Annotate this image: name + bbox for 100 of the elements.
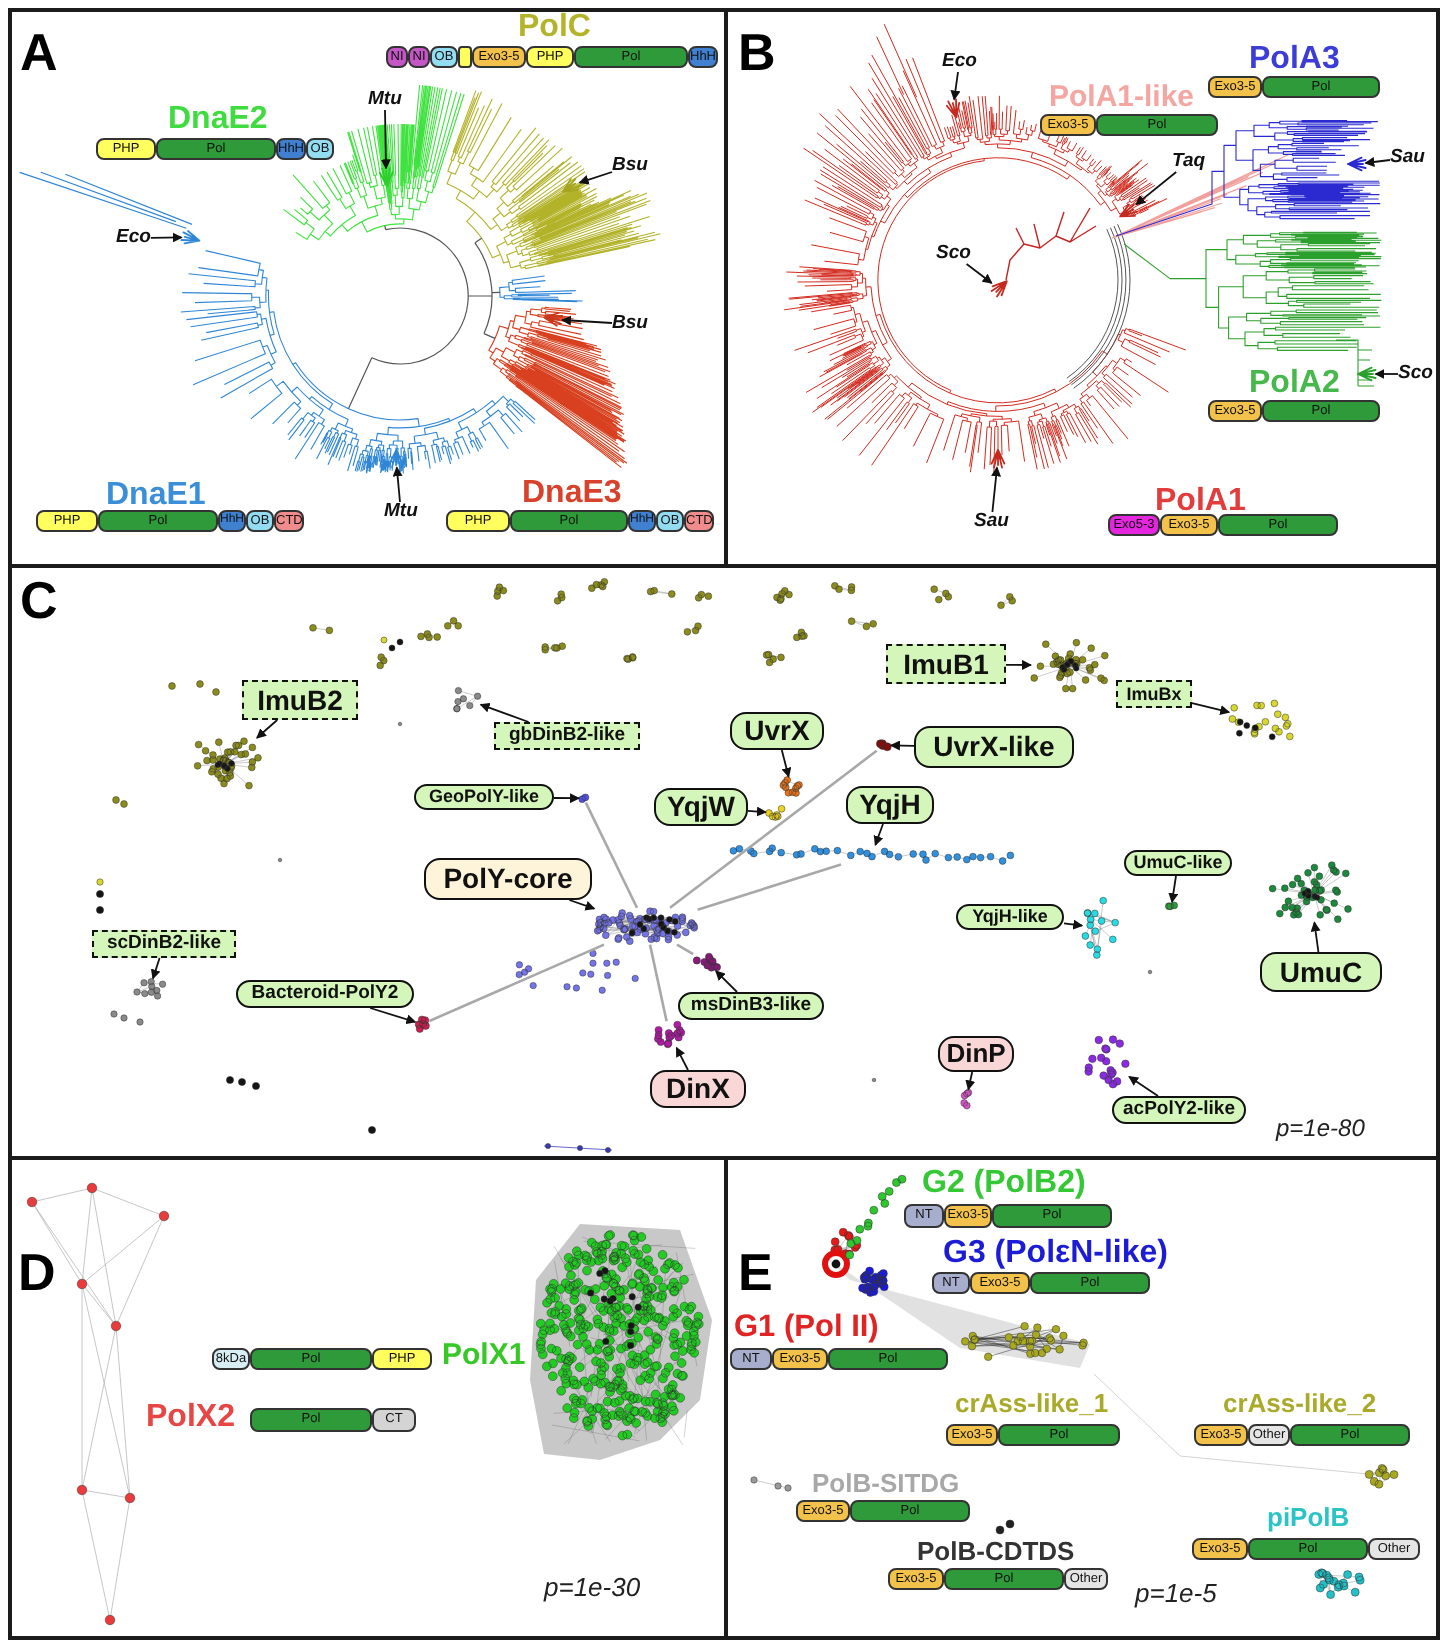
- species-label: Eco: [942, 52, 977, 72]
- leader-arrow: [889, 740, 915, 751]
- protein-family-title: PolA2: [1249, 366, 1340, 402]
- protein-family-title: DnaE3: [522, 476, 622, 512]
- protein-family-title: PolB-SITDG: [812, 1470, 960, 1499]
- similarity-edge: [669, 749, 878, 909]
- protein-family-title: PolX2: [146, 1400, 235, 1436]
- tree-branch: [1347, 156, 1367, 172]
- protein-family-title: crAss-like_1: [955, 1390, 1109, 1419]
- protein-family-title: PolA1-like: [1049, 82, 1195, 115]
- panel-letter: B: [738, 26, 776, 78]
- panel-letter: D: [18, 1246, 56, 1298]
- sequence-cluster: [453, 687, 482, 713]
- panel-letter: A: [20, 26, 58, 78]
- p-value-threshold: p=1e-80: [1276, 1116, 1365, 1143]
- sequence-cluster: [1081, 896, 1119, 959]
- cluster-label: DinP: [938, 1036, 1014, 1072]
- panel-frame: [724, 1156, 1440, 1640]
- sequence-cluster: [133, 978, 167, 1000]
- cluster-label: Bacteroid-PolY2: [236, 980, 414, 1008]
- leader-arrow: [1191, 702, 1231, 715]
- cluster-label: ImuB2: [242, 680, 358, 720]
- sequence-cluster: [960, 1088, 973, 1110]
- cluster-label: DinX: [650, 1070, 746, 1108]
- leader-arrow: [578, 171, 613, 185]
- leader-arrow: [1005, 659, 1033, 670]
- panel-letter: C: [20, 574, 58, 626]
- species-label: Sco: [936, 244, 971, 264]
- leader-arrow: [392, 466, 403, 503]
- tree-branch: [990, 280, 1008, 298]
- leader-arrow: [1310, 921, 1321, 953]
- protein-family-title: crAss-like_2: [1223, 1390, 1377, 1419]
- leader-arrow: [780, 749, 792, 778]
- similarity-edge: [648, 944, 668, 1022]
- cluster-label: YqjH-like: [956, 904, 1064, 930]
- sequence-cluster: [692, 952, 721, 972]
- leader-arrow: [1135, 171, 1178, 206]
- leader-arrow: [991, 466, 1002, 513]
- leader-arrow: [950, 71, 961, 101]
- similarity-edge: [584, 802, 639, 909]
- leader-arrow: [553, 793, 581, 804]
- leader-arrow: [965, 263, 993, 284]
- leader-arrow: [1364, 156, 1391, 167]
- protein-family-title: PolB-CDTDS: [917, 1538, 1075, 1567]
- leader-arrow: [675, 1046, 689, 1071]
- cluster-label: UvrX-like: [914, 726, 1074, 768]
- tree-branch: [990, 449, 1006, 469]
- tree-branch: [543, 312, 564, 327]
- species-label: Sco: [1398, 364, 1433, 384]
- cluster-label: GeoPolY-like: [414, 784, 554, 810]
- tree-branch: [180, 230, 201, 245]
- sequence-cluster: [414, 1015, 430, 1033]
- sequence-cluster: [578, 793, 590, 803]
- protein-family-title: G1 (Pol II): [734, 1310, 879, 1345]
- leader-arrow: [568, 899, 596, 911]
- sequence-cluster: [1030, 638, 1109, 693]
- sequence-cluster: [654, 1020, 686, 1049]
- protein-family-title: piPolB: [1267, 1504, 1350, 1533]
- protein-family-title: PolA3: [1249, 42, 1340, 78]
- protein-family-title: PolX1: [442, 1340, 526, 1373]
- leader-arrow: [873, 823, 884, 846]
- cluster-label: acPolY2-like: [1112, 1096, 1246, 1124]
- cluster-label: ImuBx: [1116, 680, 1192, 708]
- cluster-label: PolY-core: [424, 858, 592, 900]
- similarity-edge: [428, 943, 605, 1023]
- leader-arrow: [150, 957, 161, 980]
- p-value-threshold: p=1e-30: [544, 1574, 641, 1603]
- leader-arrow: [1168, 875, 1179, 904]
- protein-domain: [458, 46, 472, 68]
- panel-frame: [724, 8, 1440, 568]
- leader-arrow: [479, 702, 530, 723]
- protein-family-title: PolC: [518, 10, 591, 46]
- sequence-cluster: [765, 805, 786, 821]
- sequence-cluster: [193, 737, 262, 790]
- cluster-label: scDinB2-like: [92, 930, 236, 958]
- sequence-cluster: [1084, 1035, 1130, 1089]
- species-label: Bsu: [612, 314, 648, 334]
- cluster-label: UmuC-like: [1124, 850, 1232, 876]
- sequence-cluster: [593, 907, 698, 945]
- cluster-label: YqjW: [654, 788, 748, 826]
- panel-frame: [8, 564, 1440, 1160]
- sequence-cluster: [1228, 699, 1294, 741]
- cluster-label: gbDinB2-like: [494, 722, 640, 750]
- leader-arrow: [369, 1007, 417, 1025]
- leader-arrow: [1128, 1075, 1159, 1097]
- similarity-edge: [676, 943, 694, 956]
- protein-family-title: DnaE2: [168, 102, 268, 138]
- tree-branch: [378, 167, 394, 187]
- sequence-cluster: [729, 844, 1015, 865]
- tree-branch: [388, 449, 404, 469]
- cluster-label: UmuC: [1260, 952, 1382, 992]
- species-label: Taq: [1172, 152, 1206, 172]
- sequence-cluster: [876, 739, 892, 752]
- tree-branch: [1357, 366, 1377, 382]
- species-label: Sau: [974, 512, 1009, 532]
- leader-arrow: [965, 1071, 976, 1091]
- leader-arrow: [747, 806, 767, 817]
- panel-letter: E: [738, 1246, 773, 1298]
- sequence-cluster: [779, 776, 803, 797]
- species-label: Bsu: [612, 156, 648, 176]
